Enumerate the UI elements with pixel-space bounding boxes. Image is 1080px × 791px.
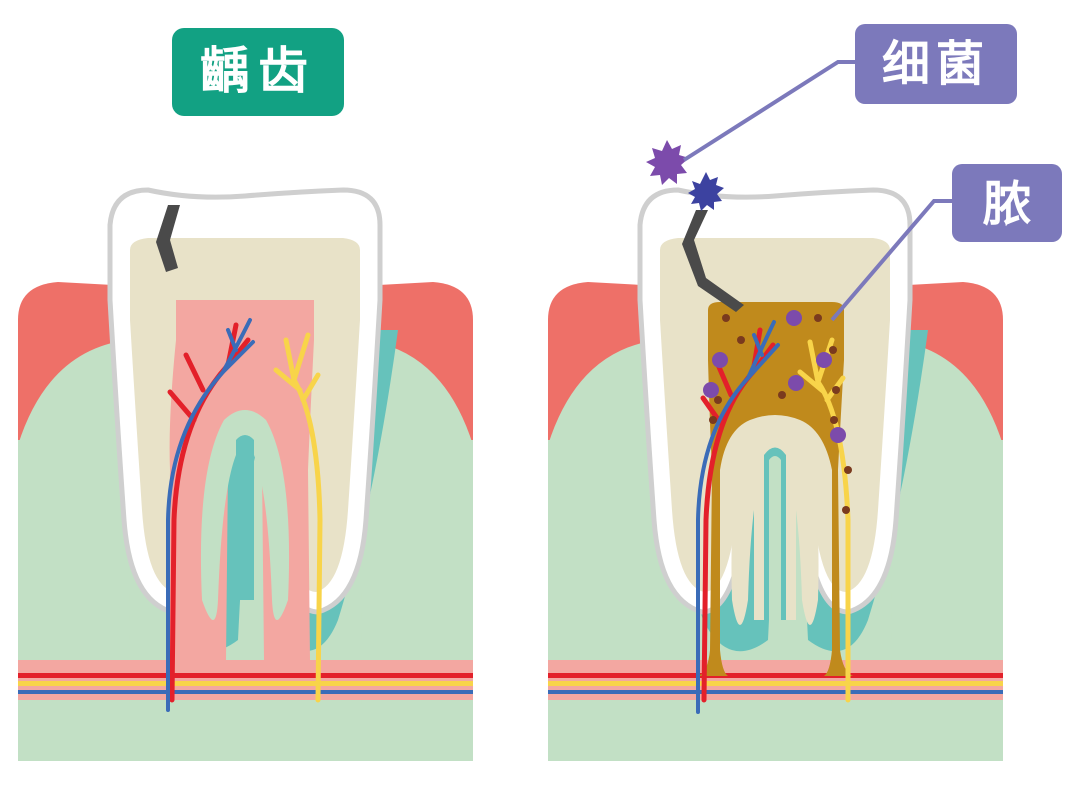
left-artery (167, 322, 251, 703)
caries-label: 齲齿 (172, 28, 344, 116)
bacteria-label-text: 细菌 (882, 36, 990, 92)
right-tooth (548, 190, 1003, 761)
right-artery (700, 327, 776, 703)
pus-label: 脓 (952, 164, 1062, 242)
right-cavity (682, 210, 744, 312)
callout-lines (682, 60, 952, 322)
bacteria-label: 细菌 (855, 24, 1017, 104)
left-cavity (156, 205, 180, 272)
caries-label-text: 齲齿 (200, 42, 316, 100)
pus-bacteria-stars (703, 310, 846, 443)
left-vein (166, 318, 255, 712)
pus-bacteria-dots (709, 314, 852, 514)
left-tooth (18, 190, 473, 761)
right-vein (696, 320, 780, 714)
pus-label-text: 脓 (982, 176, 1031, 232)
bacteria-icon (646, 140, 724, 211)
left-nerve (273, 332, 323, 703)
